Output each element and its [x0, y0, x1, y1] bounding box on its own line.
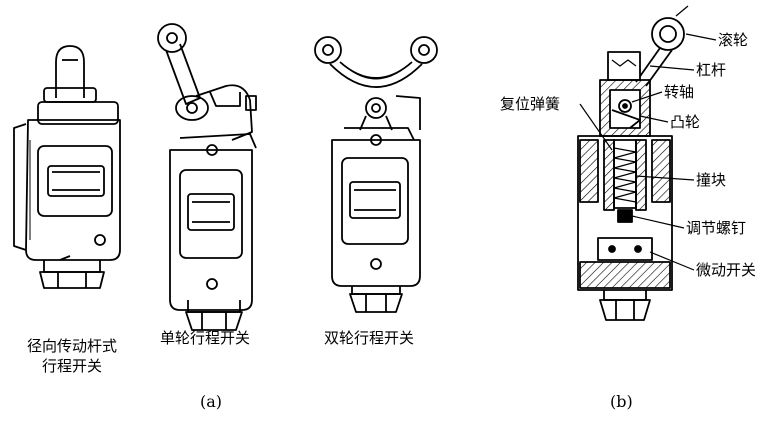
caption-b: (b)	[610, 392, 633, 411]
part-label-adjust-screw: 调节螺钉	[686, 219, 747, 237]
part-label-return-spring: 复位弹簧	[500, 95, 561, 113]
leader-lines	[579, 33, 717, 271]
single-roller-switch-drawing	[157, 23, 257, 331]
label-radial-lever-switch-line1: 径向传动杆式	[26, 337, 117, 355]
part-label-micro-switch: 微动开关	[696, 261, 757, 279]
caption-a: (a)	[200, 392, 223, 411]
part-label-lever: 杠杆	[696, 61, 727, 79]
double-roller-switch-drawing	[314, 36, 438, 313]
part-label-striker: 撞块	[696, 171, 727, 189]
label-single-roller-switch: 单轮行程开关	[160, 329, 251, 347]
label-double-roller-switch: 双轮行程开关	[324, 329, 415, 347]
radial-lever-switch-drawing	[13, 45, 121, 289]
part-label-shaft: 转轴	[664, 83, 695, 101]
label-radial-lever-switch-line2: 行程开关	[41, 357, 102, 375]
part-label-roller: 滚轮	[718, 31, 749, 49]
label-radial-lever-switch: 径向传动杆式 行程开关	[12, 336, 132, 376]
part-label-cam: 凸轮	[670, 113, 701, 131]
cross-section-drawing	[577, 5, 689, 321]
